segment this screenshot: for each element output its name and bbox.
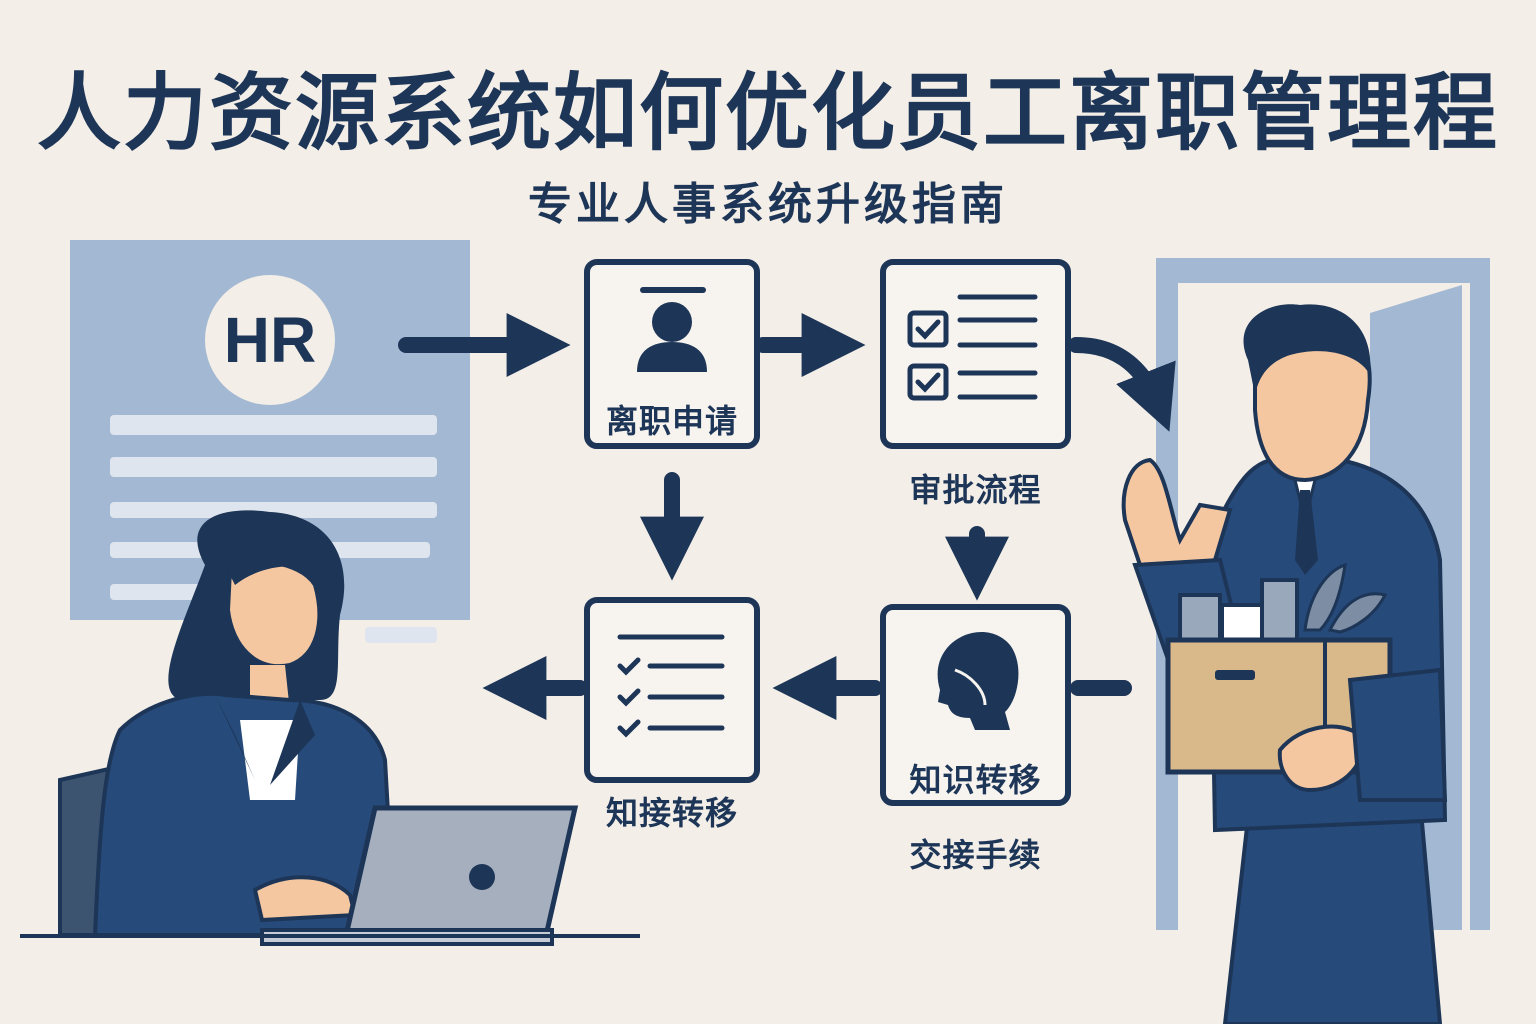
step-approval-label: 审批流程 bbox=[909, 471, 1042, 509]
page-subtitle: 专业人事系统升级指南 bbox=[528, 179, 1008, 230]
step-handover-caption: 交接手续 bbox=[909, 836, 1042, 874]
hr-badge: HR bbox=[205, 275, 335, 405]
page-title: 人力资源系统如何优化员工离职管理程 bbox=[36, 64, 1499, 162]
step-knowledge-transfer-box bbox=[880, 604, 1071, 806]
hr-document-panel bbox=[70, 240, 470, 643]
person-icon bbox=[637, 302, 707, 372]
departing-employee-illustration bbox=[1121, 304, 1448, 1024]
checklist-icon bbox=[907, 294, 1038, 401]
step-resignation-label: 离职申请 bbox=[605, 402, 738, 440]
step-knowledge-transfer-label: 知识转移 bbox=[909, 761, 1042, 799]
step-handover-label: 知接转移 bbox=[605, 794, 738, 832]
flow-arrows bbox=[398, 313, 1176, 720]
head-profile-icon bbox=[937, 632, 1019, 730]
step-approval-box bbox=[880, 259, 1071, 449]
hr-woman-illustration bbox=[20, 510, 640, 946]
arrow-icon bbox=[1068, 337, 1176, 432]
step-resignation-box bbox=[584, 259, 760, 449]
step-handover-box bbox=[584, 597, 760, 783]
check-list-icon bbox=[617, 634, 725, 738]
